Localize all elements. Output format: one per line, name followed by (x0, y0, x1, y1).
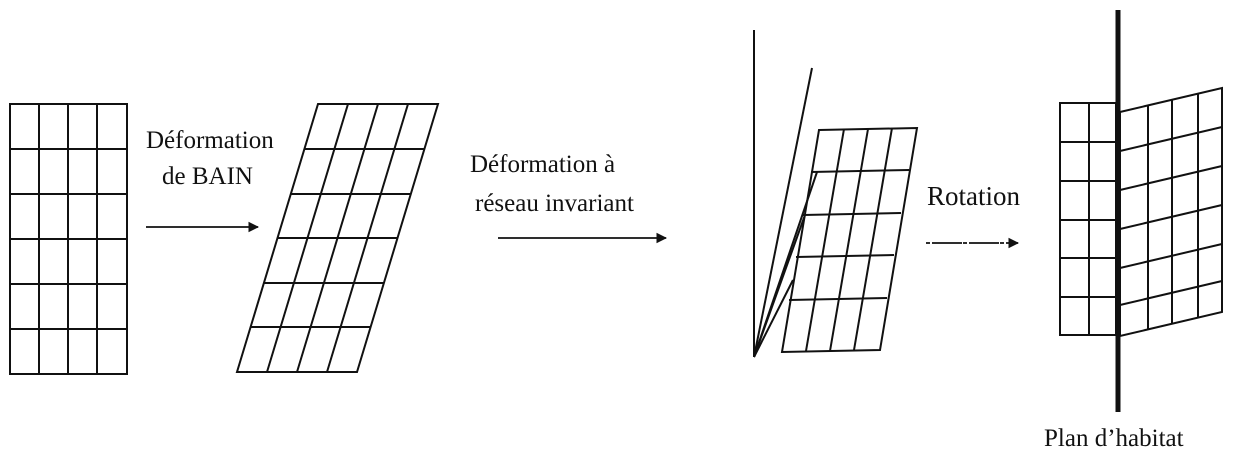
bain-label-line2: de BAIN (162, 163, 253, 190)
invariant-label-line1: Déformation à (470, 151, 615, 178)
bain-deformed-grid (235, 103, 440, 373)
bain-label-line1: Déformation (146, 127, 274, 154)
invariant-lattice-grid (753, 30, 919, 358)
habit-plane-label: Plan d’habitat (1044, 425, 1184, 452)
rotation-label: Rotation (927, 181, 1020, 211)
initial-lattice-grid (9, 103, 128, 375)
final-lattice-grid (1059, 86, 1223, 338)
invariant-label-line2: réseau invariant (475, 190, 634, 217)
